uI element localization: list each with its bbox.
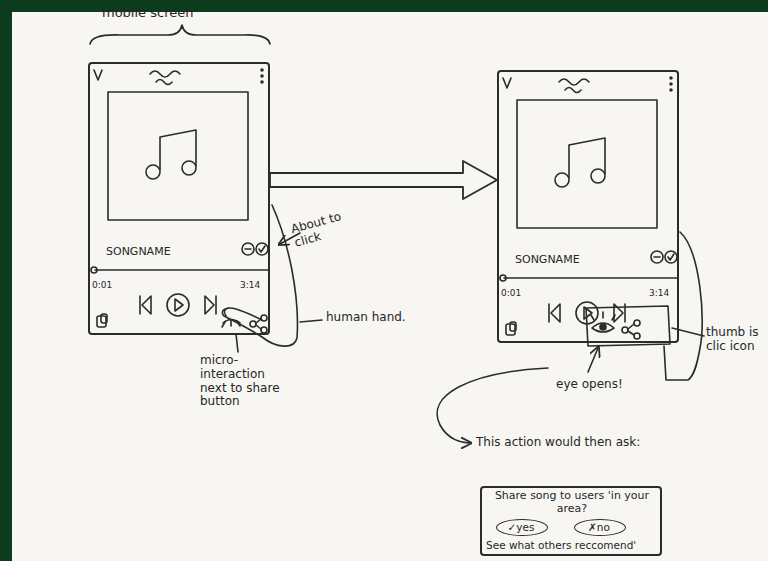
- share-icon: [261, 327, 267, 333]
- share-icon: [256, 319, 261, 329]
- choice-button: ✓yes: [496, 519, 548, 536]
- node-text: mobile screen: [102, 6, 252, 21]
- share-icon: [634, 320, 640, 326]
- human-hand: [664, 232, 702, 380]
- node-text: See what others reccomend': [486, 539, 658, 551]
- note-label: micro-interaction next to share button: [200, 354, 280, 409]
- paper-sheet: [12, 12, 768, 561]
- closed-eye: [222, 320, 240, 327]
- leader-line: [300, 320, 322, 322]
- leader-line: [236, 334, 238, 352]
- node-text: 3:14: [240, 280, 280, 290]
- note-label: This action would then ask:: [476, 436, 736, 450]
- note-label: eye opens!: [556, 378, 636, 392]
- human-hand: [222, 205, 297, 346]
- note-label: human hand.: [326, 311, 406, 325]
- block-arrow: [270, 161, 497, 199]
- screen-bracket: [90, 25, 270, 44]
- phone-screen: SONGNAME0:013:14: [497, 70, 679, 343]
- open-eye: [592, 323, 614, 332]
- node-text: 0:01: [501, 288, 541, 298]
- node-text: SONGNAME: [106, 246, 226, 259]
- flow-arrow: [437, 368, 548, 443]
- node-text: 0:01: [92, 280, 132, 290]
- share-icon: [634, 333, 640, 339]
- closed-eye: [223, 320, 240, 324]
- thumb-nail: [224, 308, 228, 316]
- share-icon: [250, 321, 256, 327]
- dialog-box: Share song to users 'in your area? See wh…: [480, 486, 662, 556]
- note-label: thumb is clic icon: [706, 326, 766, 354]
- share-icon: [261, 315, 267, 321]
- leader-line: [672, 328, 704, 336]
- leader-arrow: [588, 348, 598, 372]
- node-text: Share song to users 'in your area?: [486, 490, 658, 515]
- thumb-outline: [586, 306, 670, 346]
- node-text: ✗no: [575, 521, 623, 533]
- open-eye: [600, 324, 606, 330]
- node-text: ✓yes: [497, 521, 545, 533]
- open-eye: [591, 312, 615, 320]
- share-icon: [628, 324, 634, 335]
- share-icon: [622, 327, 628, 333]
- phone-screen: mobile screenSONGNAME0:013:14: [88, 62, 270, 335]
- choice-button: ✗no: [574, 519, 626, 536]
- note-label: About to click: [290, 205, 365, 250]
- node-text: 3:14: [649, 288, 689, 298]
- node-text: SONGNAME: [515, 254, 635, 267]
